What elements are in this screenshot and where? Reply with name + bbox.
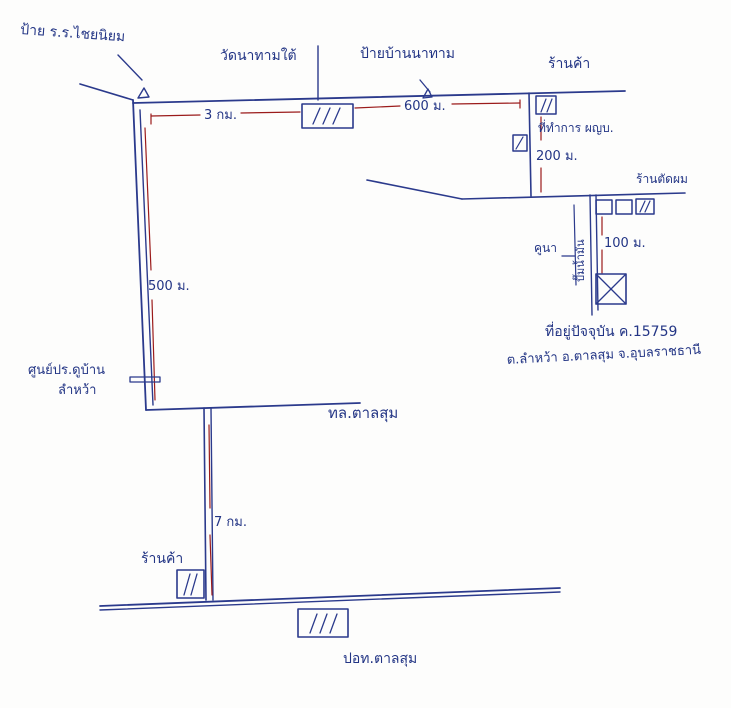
label-target-house-line1: ที่อยู่ปัจจุบัน ค.15759: [545, 322, 677, 340]
distance-top-left: 3 กม.: [204, 108, 237, 123]
label-health-center-line2: ลำหว้า: [58, 383, 96, 398]
distance-top-right: 600 ม.: [404, 99, 446, 114]
shop-building-top-right: [535, 95, 557, 115]
label-shop-top-right: ร้านค้า: [548, 56, 590, 72]
road-top-left-stub: [79, 83, 134, 101]
label-district-office: ปอท.ตาลสุม: [343, 651, 417, 667]
label-target-house-line2: ต.ลำหว้า อ.ตาลสุม จ.อุบลราชธานี: [506, 342, 701, 368]
district-office-building: [297, 608, 349, 638]
lane-house-a: [589, 194, 593, 316]
temple-building: [301, 103, 354, 129]
label-pond: คูนา: [534, 241, 557, 256]
label-school-sign: ป้าย ร.ร.ไชยนิยม: [20, 21, 126, 45]
distance-near-house: 100 ม.: [604, 236, 646, 251]
school-sign-marker: [117, 54, 150, 99]
road-middle-horizontal: [145, 402, 361, 411]
health-center-marker: [129, 376, 161, 383]
road-bottom-a: [99, 587, 561, 607]
label-shop-bottom-left: ร้านค้า: [141, 551, 183, 567]
label-gas-station: ปั๊มน้ำมัน: [572, 239, 587, 282]
road-bottom-vertical-a: [203, 407, 207, 601]
distance-bottom-vertical: 7 กม.: [214, 515, 247, 530]
village-sign-marker: [419, 79, 433, 99]
road-east: [461, 192, 686, 200]
distance-left-vertical: 500 ม.: [148, 279, 190, 294]
road-top: [132, 90, 626, 104]
road-left-vertical-a: [132, 99, 147, 411]
road-right-vertical: [528, 92, 532, 197]
distance-markers: [144, 99, 603, 596]
label-village-head-office: ที่ทำการ ผญบ.: [538, 119, 614, 135]
label-village-sign: ป้ายบ้านนาทาม: [360, 46, 455, 62]
label-temple: วัดนาทามใต้: [220, 47, 297, 64]
shop-building-bottom-left: [176, 569, 205, 599]
target-house: [595, 273, 627, 305]
label-highway: ทล.ตาลสุม: [328, 404, 398, 423]
label-barber-shop: ร้านตัดผม: [636, 172, 688, 186]
road-bottom-vertical-b: [210, 407, 214, 601]
road-east-diagonal: [366, 179, 463, 200]
barber-shop-buildings: [595, 198, 655, 215]
road-left-vertical-b: [139, 109, 154, 406]
distance-right-vertical: 200 ม.: [536, 149, 578, 164]
label-health-center-line1: ศูนย์ปร.ดูบ้าน: [28, 362, 105, 378]
gas-station-strip: [573, 204, 577, 286]
roads: [79, 45, 686, 611]
road-bottom-b: [99, 591, 561, 611]
village-head-office-building: [512, 134, 528, 152]
